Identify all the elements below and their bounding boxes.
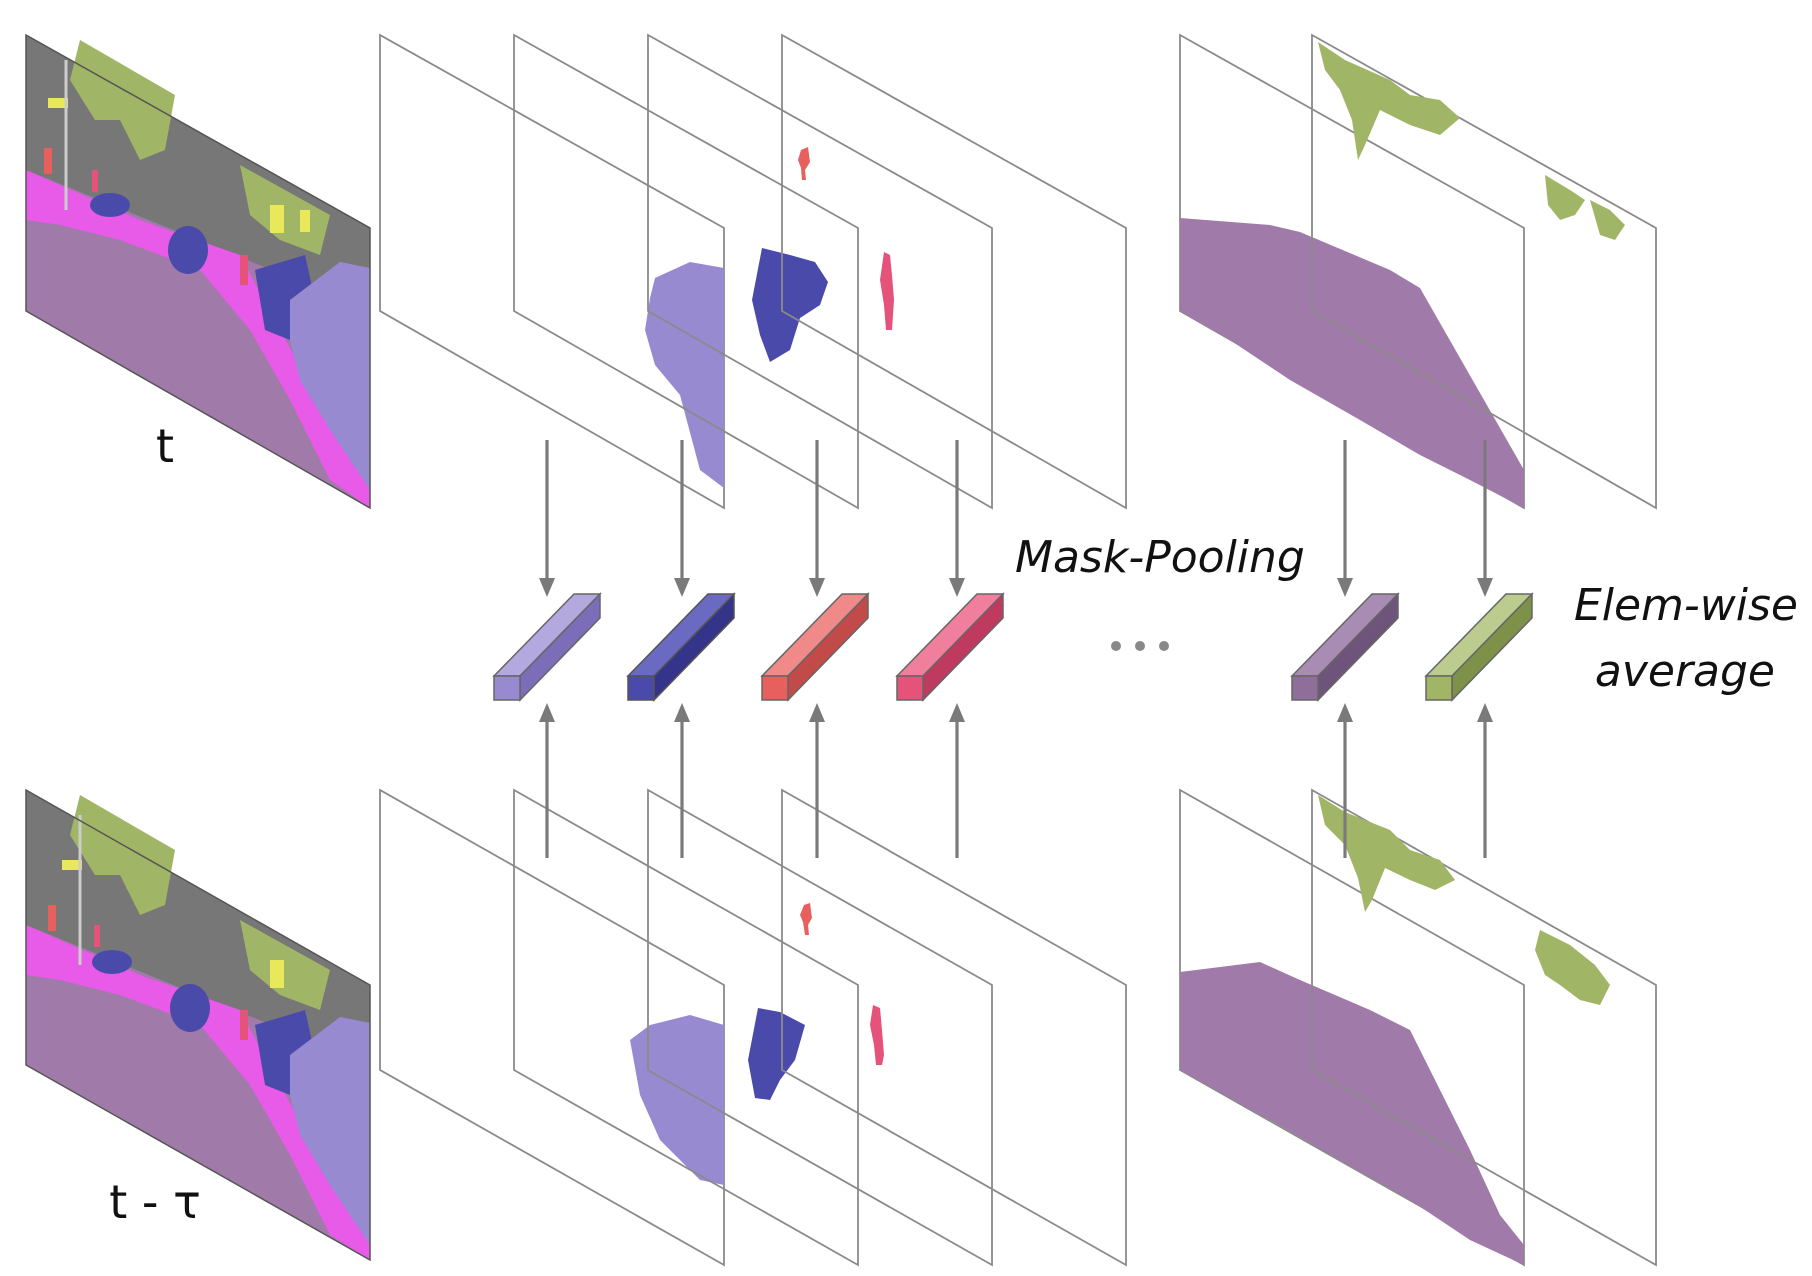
mask-plane-rider-top [647,33,993,510]
segmentation-frame-t-tau [25,788,371,1262]
feature-vector-vegetation [1424,592,1534,702]
mask-plane-person-bottom [781,788,1127,1267]
mask-plane-truck-top [379,33,725,510]
segmentation-frame-t [25,33,371,510]
mask-pooling-label: Mask-Pooling [1015,532,1305,583]
feature-vector-person [895,592,1005,702]
mask-plane-vegetation-top [1311,33,1657,510]
arrows-down [539,440,1493,597]
feature-vector-rider [760,592,870,702]
arrows-up [539,703,1493,858]
frame-t-label: t [156,419,174,473]
feature-vector-truck [492,592,602,702]
feature-vector-road [1290,592,1400,702]
mask-plane-road-bottom [1179,788,1525,1267]
mask-plane-car-top [513,33,859,510]
mask-plane-person-top [781,33,1127,510]
ellipsis-dots [1111,641,1169,651]
mask-plane-vegetation-bottom [1311,788,1657,1267]
mask-plane-road-top [1179,33,1525,510]
feature-vector-car [626,592,736,702]
frame-t-tau-label: t - τ [109,1175,201,1229]
mask-plane-rider-bottom [647,788,993,1267]
mask-plane-truck-bottom [379,788,725,1267]
elem-wise-label-line2: average [1595,646,1775,697]
elem-wise-label-line1: Elem-wise [1574,580,1798,631]
mask-plane-car-bottom [513,788,859,1267]
